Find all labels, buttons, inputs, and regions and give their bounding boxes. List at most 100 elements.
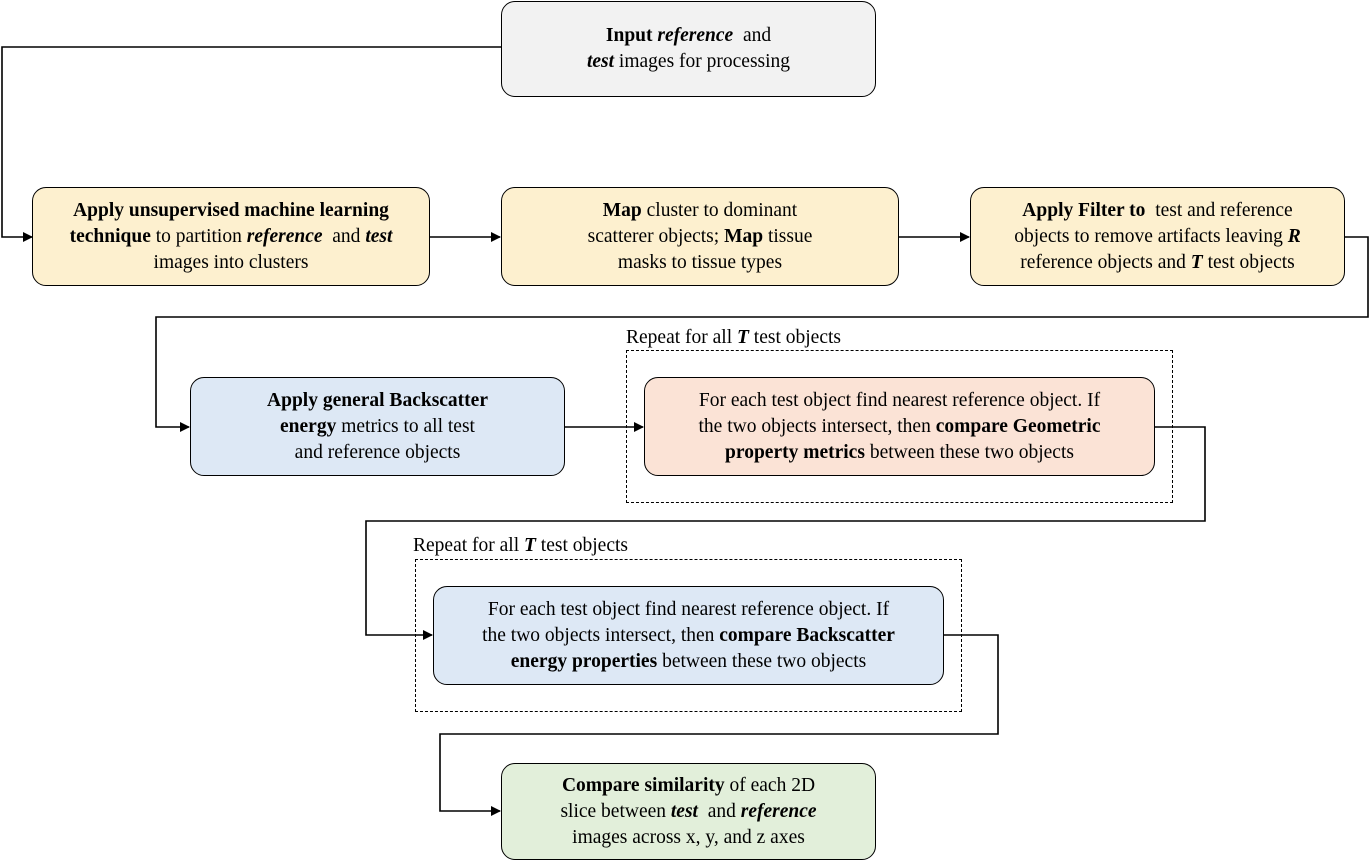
- clustering-box-text: Apply unsupervised machine learning techn…: [70, 198, 393, 276]
- similarity-compare-box-line-2-segment: and: [697, 800, 741, 822]
- clustering-box-line-2-segment: to partition: [150, 225, 247, 247]
- input-images-box-line-1-segment: Input: [605, 25, 658, 46]
- geometric-compare-box-line-1-segment: For each test object find nearest refere…: [698, 389, 1101, 411]
- map-clusters-box-line-1-segment: Map: [602, 199, 642, 221]
- geometric-compare-box-line-3: property metrics between these two objec…: [699, 440, 1101, 466]
- input-images-box-line-1-segment: and: [733, 25, 772, 46]
- clustering-box-line-2-segment: test: [365, 225, 393, 247]
- backscatter-general-box-line-2: energy metrics to all test: [267, 414, 488, 440]
- backscatter-general-box-line-1: Apply general Backscatter: [267, 388, 488, 414]
- backscatter-general-box-line-3-segment: and reference objects: [294, 441, 461, 463]
- clustering-box-line-1: Apply unsupervised machine learning: [70, 198, 393, 224]
- apply-filter-box-line-2-segment: R: [1287, 225, 1301, 247]
- map-clusters-box-line-2-segment: scatterer objects;: [587, 225, 725, 247]
- geometric-compare-box-line-3-segment: property metrics: [725, 441, 865, 463]
- map-clusters-box-line-1: Map cluster to dominant: [588, 198, 813, 224]
- map-clusters-box-line-2-segment: tissue: [763, 225, 813, 247]
- similarity-compare-box-line-2-segment: slice between: [560, 800, 671, 822]
- apply-filter-box-line-3-segment: T: [1190, 251, 1203, 273]
- map-clusters-box-line-3-segment: masks to tissue types: [617, 251, 783, 273]
- backscatter-general-box: Apply general Backscatter energy metrics …: [190, 377, 565, 476]
- apply-filter-box-line-3-segment: reference objects and: [1020, 251, 1191, 273]
- geometric-compare-box-line-3-segment: between these two objects: [864, 441, 1074, 463]
- repeat-loop-geometric-label-segment: T: [737, 327, 749, 348]
- map-clusters-box-line-2: scatterer objects; Map tissue: [588, 224, 813, 250]
- repeat-loop-geometric-label: Repeat for all T test objects: [626, 326, 841, 350]
- clustering-box: Apply unsupervised machine learning techn…: [32, 187, 430, 286]
- repeat-loop-backscatter-label: Repeat for all T test objects: [413, 534, 628, 558]
- similarity-compare-box-line-1-segment: Compare similarity: [561, 774, 725, 796]
- backscatter-general-box-text: Apply general Backscatter energy metrics …: [267, 388, 488, 466]
- similarity-compare-box-line-3: images across x, y, and z axes: [560, 825, 816, 851]
- similarity-compare-box-line-2: slice between test and reference: [560, 799, 816, 825]
- similarity-compare-box-line-1-segment: of each 2D: [724, 774, 816, 796]
- input-images-box-line-2-segment: test: [586, 51, 615, 72]
- map-clusters-box-line-2-segment: Map: [724, 225, 764, 247]
- clustering-box-line-3: images into clusters: [70, 250, 393, 276]
- geometric-compare-box-line-1: For each test object find nearest refere…: [699, 388, 1101, 414]
- backscatter-compare-box: For each test object find nearest refere…: [433, 586, 944, 685]
- backscatter-compare-box-text: For each test object find nearest refere…: [482, 597, 895, 675]
- repeat-loop-geometric-label-segment: Repeat for all: [626, 327, 737, 348]
- input-images-box-line-1-segment: reference: [657, 25, 734, 46]
- repeat-loop-backscatter-label-segment: test objects: [535, 535, 628, 556]
- backscatter-general-box-line-1-segment: Apply general Backscatter: [267, 389, 488, 411]
- geometric-compare-box-line-2: the two objects intersect, then compare …: [699, 414, 1101, 440]
- connector-geometric-to-backscatter-compare: [365, 426, 1206, 640]
- connector-filter-to-backscatter-general: [155, 236, 1369, 432]
- backscatter-compare-box-line-3: energy properties between these two obje…: [482, 649, 895, 675]
- map-clusters-box-line-3: masks to tissue types: [588, 250, 813, 276]
- input-images-box-line-2: test images for processing: [587, 49, 790, 75]
- similarity-compare-box-line-2-segment: reference: [740, 800, 817, 822]
- connector-input-to-clustering: [1, 46, 501, 242]
- geometric-compare-box-line-2-segment: the two objects intersect, then: [698, 415, 936, 437]
- repeat-loop-backscatter-label-segment: Repeat for all: [413, 535, 524, 556]
- similarity-compare-box-line-3-segment: images across x, y, and z axes: [572, 826, 805, 848]
- apply-filter-box-line-3: reference objects and T test objects: [1014, 250, 1300, 276]
- clustering-box-line-2-segment: reference: [246, 225, 323, 247]
- backscatter-compare-box-line-3-segment: energy properties: [510, 650, 658, 672]
- clustering-box-line-3-segment: images into clusters: [153, 251, 309, 273]
- apply-filter-box-line-2-segment: objects to remove artifacts leaving: [1014, 225, 1288, 247]
- geometric-compare-box: For each test object find nearest refere…: [644, 377, 1155, 476]
- repeat-loop-backscatter-label-segment: T: [524, 535, 536, 556]
- backscatter-general-box-line-2-segment: energy: [280, 415, 337, 437]
- clustering-box-line-1-segment: Apply unsupervised machine learning: [73, 199, 389, 221]
- backscatter-compare-box-line-2-segment: the two objects intersect, then: [482, 624, 720, 646]
- input-images-box-line-1: Input reference and: [587, 23, 790, 49]
- repeat-loop-geometric: [626, 350, 1173, 503]
- clustering-box-line-2-segment: technique: [69, 225, 151, 247]
- repeat-loop-backscatter: [415, 559, 962, 712]
- connector-backscatter-compare-to-similarity: [439, 634, 999, 816]
- geometric-compare-box-line-2-segment: compare Geometric: [935, 415, 1101, 437]
- backscatter-compare-box-line-1-segment: For each test object find nearest refere…: [487, 598, 890, 620]
- apply-filter-box-line-1-segment: Apply Filter to: [1022, 199, 1146, 221]
- repeat-loop-geometric-label-segment: test objects: [748, 327, 841, 348]
- geometric-compare-box-text: For each test object find nearest refere…: [699, 388, 1101, 466]
- backscatter-general-box-line-3: and reference objects: [267, 440, 488, 466]
- clustering-box-line-2-segment: and: [322, 225, 366, 247]
- similarity-compare-box-line-2-segment: test: [670, 800, 698, 822]
- backscatter-general-box-line-2-segment: metrics to all test: [336, 415, 475, 437]
- similarity-compare-box-line-1: Compare similarity of each 2D: [560, 773, 816, 799]
- apply-filter-box-line-2: objects to remove artifacts leaving R: [1014, 224, 1300, 250]
- apply-filter-box-line-3-segment: test objects: [1202, 251, 1295, 273]
- backscatter-compare-box-line-1: For each test object find nearest refere…: [482, 597, 895, 623]
- backscatter-compare-box-line-2-segment: compare Backscatter: [719, 624, 895, 646]
- clustering-box-line-2: technique to partition reference and tes…: [70, 224, 393, 250]
- input-images-box-line-2-segment: images for processing: [614, 51, 791, 72]
- backscatter-compare-box-line-3-segment: between these two objects: [657, 650, 867, 672]
- apply-filter-box-line-1: Apply Filter to test and reference: [1014, 198, 1300, 224]
- map-clusters-box-line-1-segment: cluster to dominant: [641, 199, 798, 221]
- backscatter-compare-box-line-2: the two objects intersect, then compare …: [482, 623, 895, 649]
